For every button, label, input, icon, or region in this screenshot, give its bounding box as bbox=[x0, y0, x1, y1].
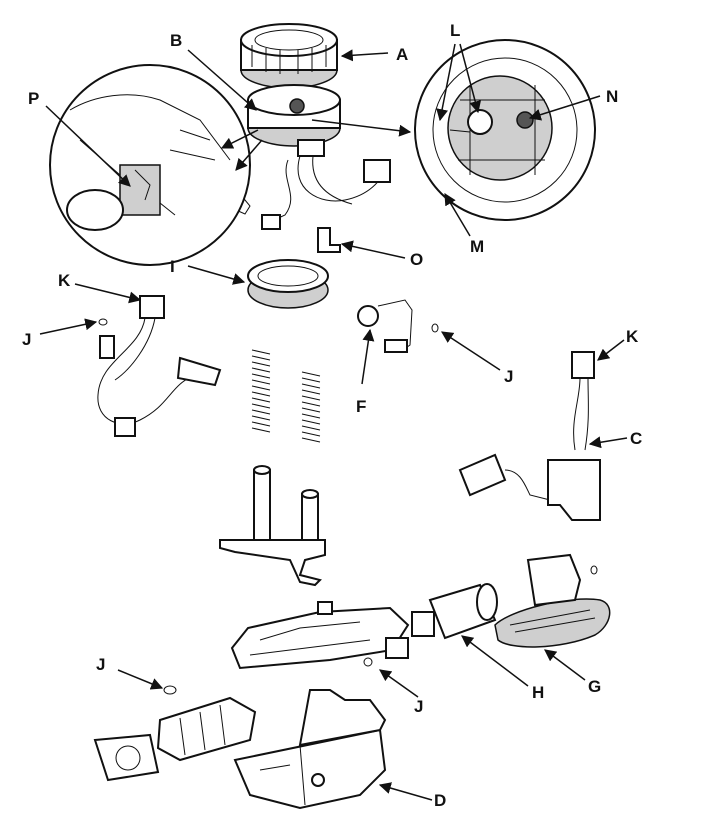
label-j-top-left: J bbox=[22, 330, 31, 349]
label-i: I bbox=[170, 257, 175, 276]
part-k-left-connector bbox=[97, 295, 222, 437]
inset-lmn-detail bbox=[414, 39, 596, 221]
label-k-left: K bbox=[58, 271, 71, 290]
part-i-seal-ring bbox=[247, 259, 329, 309]
part-d-housing bbox=[233, 689, 387, 810]
label-n: N bbox=[606, 87, 618, 106]
label-o: O bbox=[410, 250, 423, 269]
part-j-orings bbox=[98, 318, 598, 695]
label-m: M bbox=[470, 237, 484, 256]
label-d: D bbox=[434, 791, 446, 810]
callout-labels: A B P L N M O I K J F J K C G H J J D bbox=[22, 21, 642, 810]
label-a: A bbox=[396, 45, 408, 64]
pump-tray bbox=[230, 601, 410, 670]
leader-lines bbox=[39, 43, 628, 801]
part-h-fuel-pump bbox=[411, 583, 498, 640]
part-o-clip bbox=[317, 227, 341, 253]
label-g: G bbox=[588, 677, 601, 696]
springs bbox=[251, 349, 321, 443]
label-f: F bbox=[356, 397, 366, 416]
part-c-sending-unit bbox=[458, 351, 601, 521]
label-k-right: K bbox=[626, 327, 639, 346]
label-j-bottom-left: J bbox=[96, 655, 105, 674]
label-h: H bbox=[532, 683, 544, 702]
part-a-lock-ring bbox=[240, 23, 338, 89]
label-l: L bbox=[450, 21, 460, 40]
label-j-bottom-middle: J bbox=[414, 697, 423, 716]
label-b: B bbox=[170, 31, 182, 50]
fuel-filter-assembly bbox=[93, 696, 257, 782]
inset-p-detail bbox=[49, 64, 251, 266]
part-b-pump-flange bbox=[235, 84, 391, 230]
part-f-valve bbox=[357, 299, 413, 353]
label-j-top-right: J bbox=[504, 367, 513, 386]
pump-frame bbox=[219, 465, 326, 587]
part-g-strainer bbox=[494, 553, 611, 648]
label-c: C bbox=[630, 429, 642, 448]
label-p: P bbox=[28, 89, 39, 108]
